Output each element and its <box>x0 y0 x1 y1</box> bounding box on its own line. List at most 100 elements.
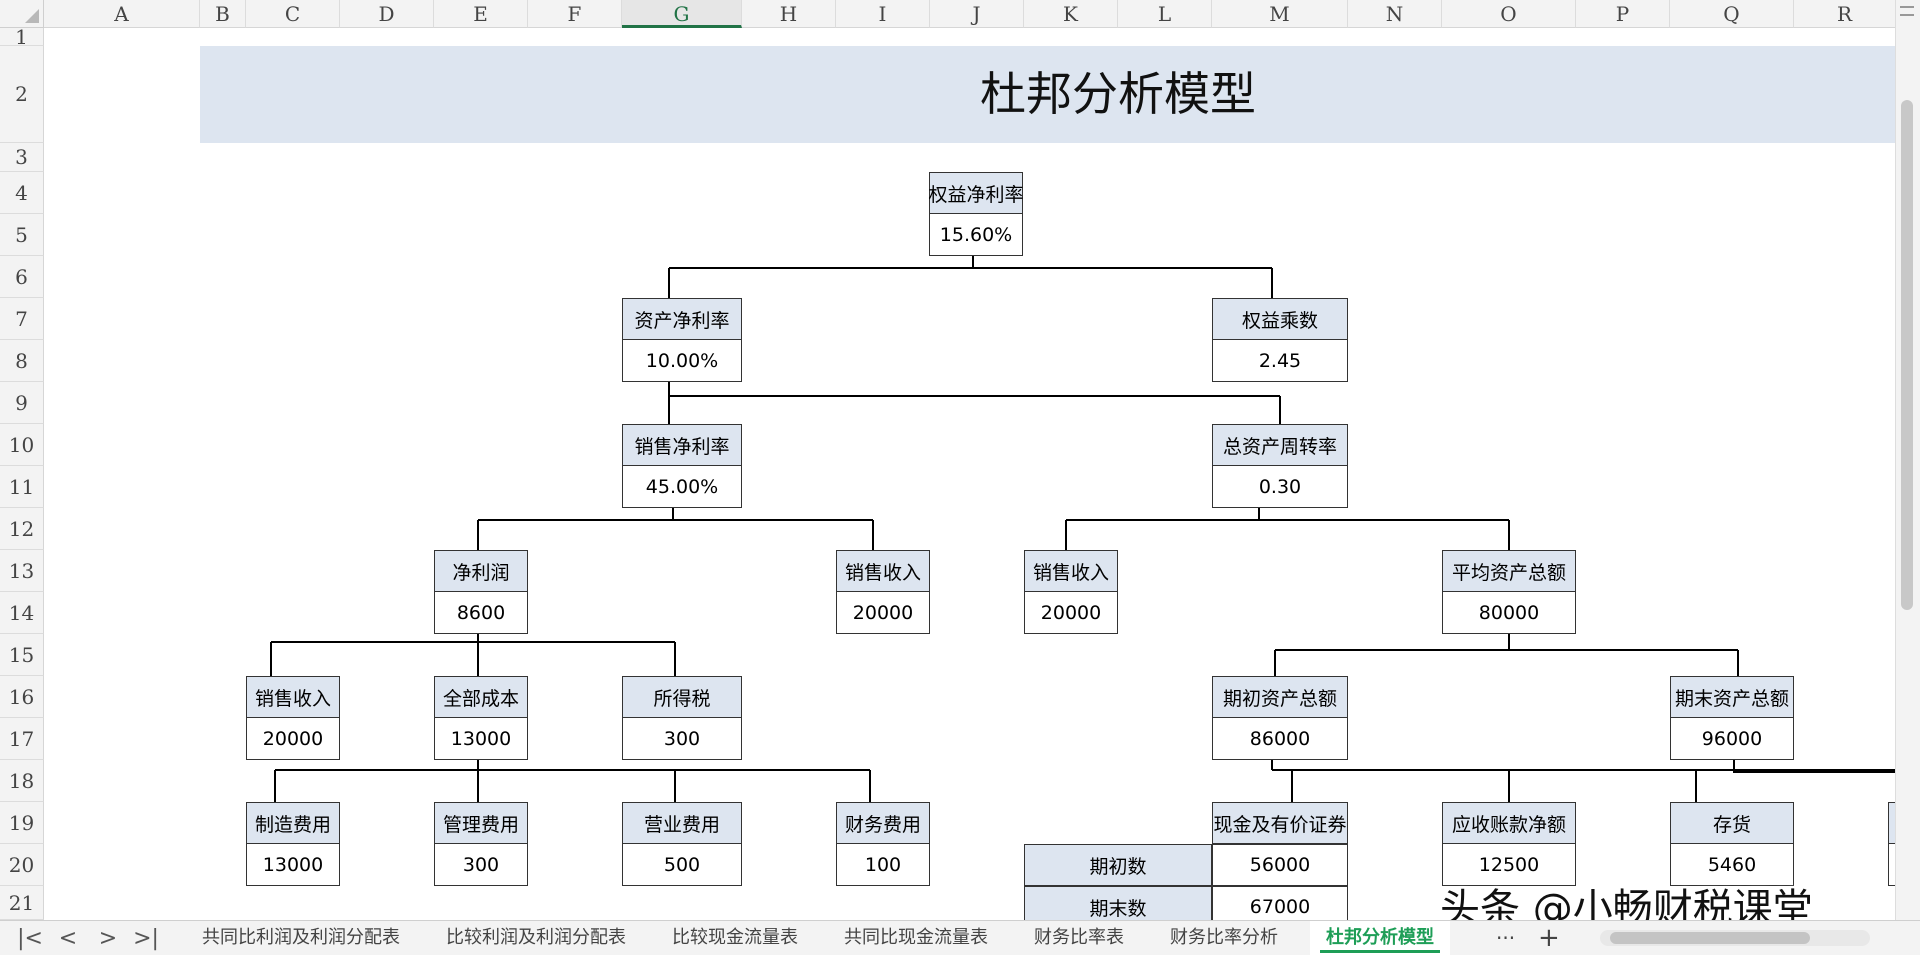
node-roe[interactable]: 权益净利率 15.60% <box>929 172 1024 256</box>
node-value: 8600 <box>434 592 528 634</box>
node-manufacturing-expense[interactable]: 制造费用 13000 <box>246 802 340 886</box>
column-header-m[interactable]: M <box>1212 0 1348 28</box>
column-header-r[interactable]: R <box>1794 0 1896 28</box>
row-header-6[interactable]: 6 <box>0 256 44 298</box>
row-header-17[interactable]: 17 <box>0 718 44 760</box>
row-header-9[interactable]: 9 <box>0 382 44 424</box>
node-label: 管理费用 <box>434 802 528 844</box>
sheet-tab-financial-ratios[interactable]: 财务比率表 <box>1034 927 1124 948</box>
node-label: 资产净利率 <box>622 298 742 340</box>
row-header-15[interactable]: 15 <box>0 634 44 676</box>
node-total-cost[interactable]: 全部成本 13000 <box>434 676 528 760</box>
prev-sheet-icon[interactable]: < <box>58 925 78 951</box>
column-header-a[interactable]: A <box>44 0 200 28</box>
row-header-13[interactable]: 13 <box>0 550 44 592</box>
column-header-h[interactable]: H <box>742 0 836 28</box>
menu-icon[interactable] <box>1900 6 1914 16</box>
node-value: 20000 <box>1024 592 1118 634</box>
node-selling-expense[interactable]: 营业费用 500 <box>622 802 742 886</box>
scrollbar-thumb[interactable] <box>1901 100 1913 610</box>
sheet-tab-common-size-profit[interactable]: 共同比利润及利润分配表 <box>202 927 400 948</box>
column-header-n[interactable]: N <box>1348 0 1442 28</box>
node-inventory[interactable]: 存货 5460 <box>1670 802 1794 886</box>
column-header-k[interactable]: K <box>1024 0 1118 28</box>
node-value: 13000 <box>246 844 340 886</box>
horizontal-scrollbar[interactable] <box>1600 930 1870 946</box>
row-header-12[interactable]: 12 <box>0 508 44 550</box>
node-admin-expense[interactable]: 管理费用 300 <box>434 802 528 886</box>
node-value: 100 <box>836 844 930 886</box>
node-value: 13000 <box>434 718 528 760</box>
column-header-j[interactable]: J <box>930 0 1024 28</box>
sheet-tab-comparative-profit[interactable]: 比较利润及利润分配表 <box>446 927 626 948</box>
node-label: 销售收入 <box>246 676 340 718</box>
column-header-c[interactable]: C <box>246 0 340 28</box>
column-header-d[interactable]: D <box>340 0 434 28</box>
node-label: 销售收入 <box>836 550 930 592</box>
node-label: 净利润 <box>434 550 528 592</box>
last-sheet-icon[interactable]: >| <box>133 925 159 951</box>
node-finance-expense[interactable]: 财务费用 100 <box>836 802 930 886</box>
node-asset-turnover[interactable]: 总资产周转率 0.30 <box>1212 424 1348 508</box>
column-header-f[interactable]: F <box>528 0 622 28</box>
node-receivables[interactable]: 应收账款净额 12500 <box>1442 802 1576 886</box>
node-roa[interactable]: 资产净利率 10.00% <box>622 298 742 382</box>
column-header-q[interactable]: Q <box>1670 0 1794 28</box>
row-header-5[interactable]: 5 <box>0 214 44 256</box>
node-income-tax[interactable]: 所得税 300 <box>622 676 742 760</box>
row-header-4[interactable]: 4 <box>0 172 44 214</box>
end-period-label: 期末数 <box>1024 886 1212 920</box>
node-end-assets[interactable]: 期末资产总额 96000 <box>1670 676 1794 760</box>
node-label: 存货 <box>1670 802 1794 844</box>
column-header-b[interactable]: B <box>200 0 246 28</box>
row-header-1[interactable]: 1 <box>0 25 44 49</box>
column-header-i[interactable]: I <box>836 0 930 28</box>
column-header-o[interactable]: O <box>1442 0 1576 28</box>
node-begin-assets[interactable]: 期初资产总额 86000 <box>1212 676 1348 760</box>
node-value: 10.00% <box>622 340 742 382</box>
select-all-corner[interactable] <box>0 0 44 28</box>
row-header-7[interactable]: 7 <box>0 298 44 340</box>
row-header-3[interactable]: 3 <box>0 143 44 172</box>
node-net-profit[interactable]: 净利润 8600 <box>434 550 528 634</box>
node-equity-multiplier[interactable]: 权益乘数 2.45 <box>1212 298 1348 382</box>
column-header-l[interactable]: L <box>1118 0 1212 28</box>
node-average-assets[interactable]: 平均资产总额 80000 <box>1442 550 1576 634</box>
row-header-2[interactable]: 2 <box>0 46 44 143</box>
row-header-8[interactable]: 8 <box>0 340 44 382</box>
node-net-margin[interactable]: 销售净利率 45.00% <box>622 424 742 508</box>
node-label: 现金及有价证券 <box>1212 802 1348 844</box>
row-header-10[interactable]: 10 <box>0 424 44 466</box>
node-cash-securities[interactable]: 现金及有价证券 <box>1212 802 1348 920</box>
node-sales-revenue-left[interactable]: 销售收入 20000 <box>836 550 930 634</box>
first-sheet-icon[interactable]: |< <box>17 925 43 951</box>
sheet-tab-common-size-cashflow[interactable]: 共同比现金流量表 <box>844 927 988 948</box>
node-sales-revenue[interactable]: 销售收入 20000 <box>246 676 340 760</box>
title-banner[interactable] <box>200 46 1896 143</box>
row-header-18[interactable]: 18 <box>0 760 44 802</box>
column-header-g[interactable]: G <box>622 0 742 28</box>
vertical-scrollbar[interactable] <box>1895 0 1920 920</box>
sheet-tab-ratio-analysis[interactable]: 财务比率分析 <box>1170 927 1278 948</box>
node-sales-revenue-mid[interactable]: 销售收入 20000 <box>1024 550 1118 634</box>
row-header-11[interactable]: 11 <box>0 466 44 508</box>
sheet-tab-dupont-model[interactable]: 杜邦分析模型 <box>1310 921 1450 955</box>
row-header-14[interactable]: 14 <box>0 592 44 634</box>
row-header-20[interactable]: 20 <box>0 844 44 886</box>
node-label: 权益乘数 <box>1212 298 1348 340</box>
hscroll-thumb[interactable] <box>1610 932 1810 944</box>
more-tabs-button[interactable]: ··· <box>1496 926 1516 950</box>
column-header-e[interactable]: E <box>434 0 528 28</box>
add-sheet-button[interactable]: + <box>1538 923 1560 953</box>
sheet-tab-comparative-cashflow[interactable]: 比较现金流量表 <box>672 927 798 948</box>
row-header-16[interactable]: 16 <box>0 676 44 718</box>
tree-connectors <box>270 256 1900 802</box>
row-header-19[interactable]: 19 <box>0 802 44 844</box>
row-header-21[interactable]: 21 <box>0 886 44 920</box>
column-header-p[interactable]: P <box>1576 0 1670 28</box>
spreadsheet-grid[interactable]: A B C D E F G H I J K L M N O P Q R 1 2 … <box>0 0 1920 920</box>
next-sheet-icon[interactable]: > <box>98 925 118 951</box>
cash-begin-value: 56000 <box>1212 844 1348 886</box>
corner-triangle-icon <box>25 9 39 23</box>
node-label: 销售净利率 <box>622 424 742 466</box>
